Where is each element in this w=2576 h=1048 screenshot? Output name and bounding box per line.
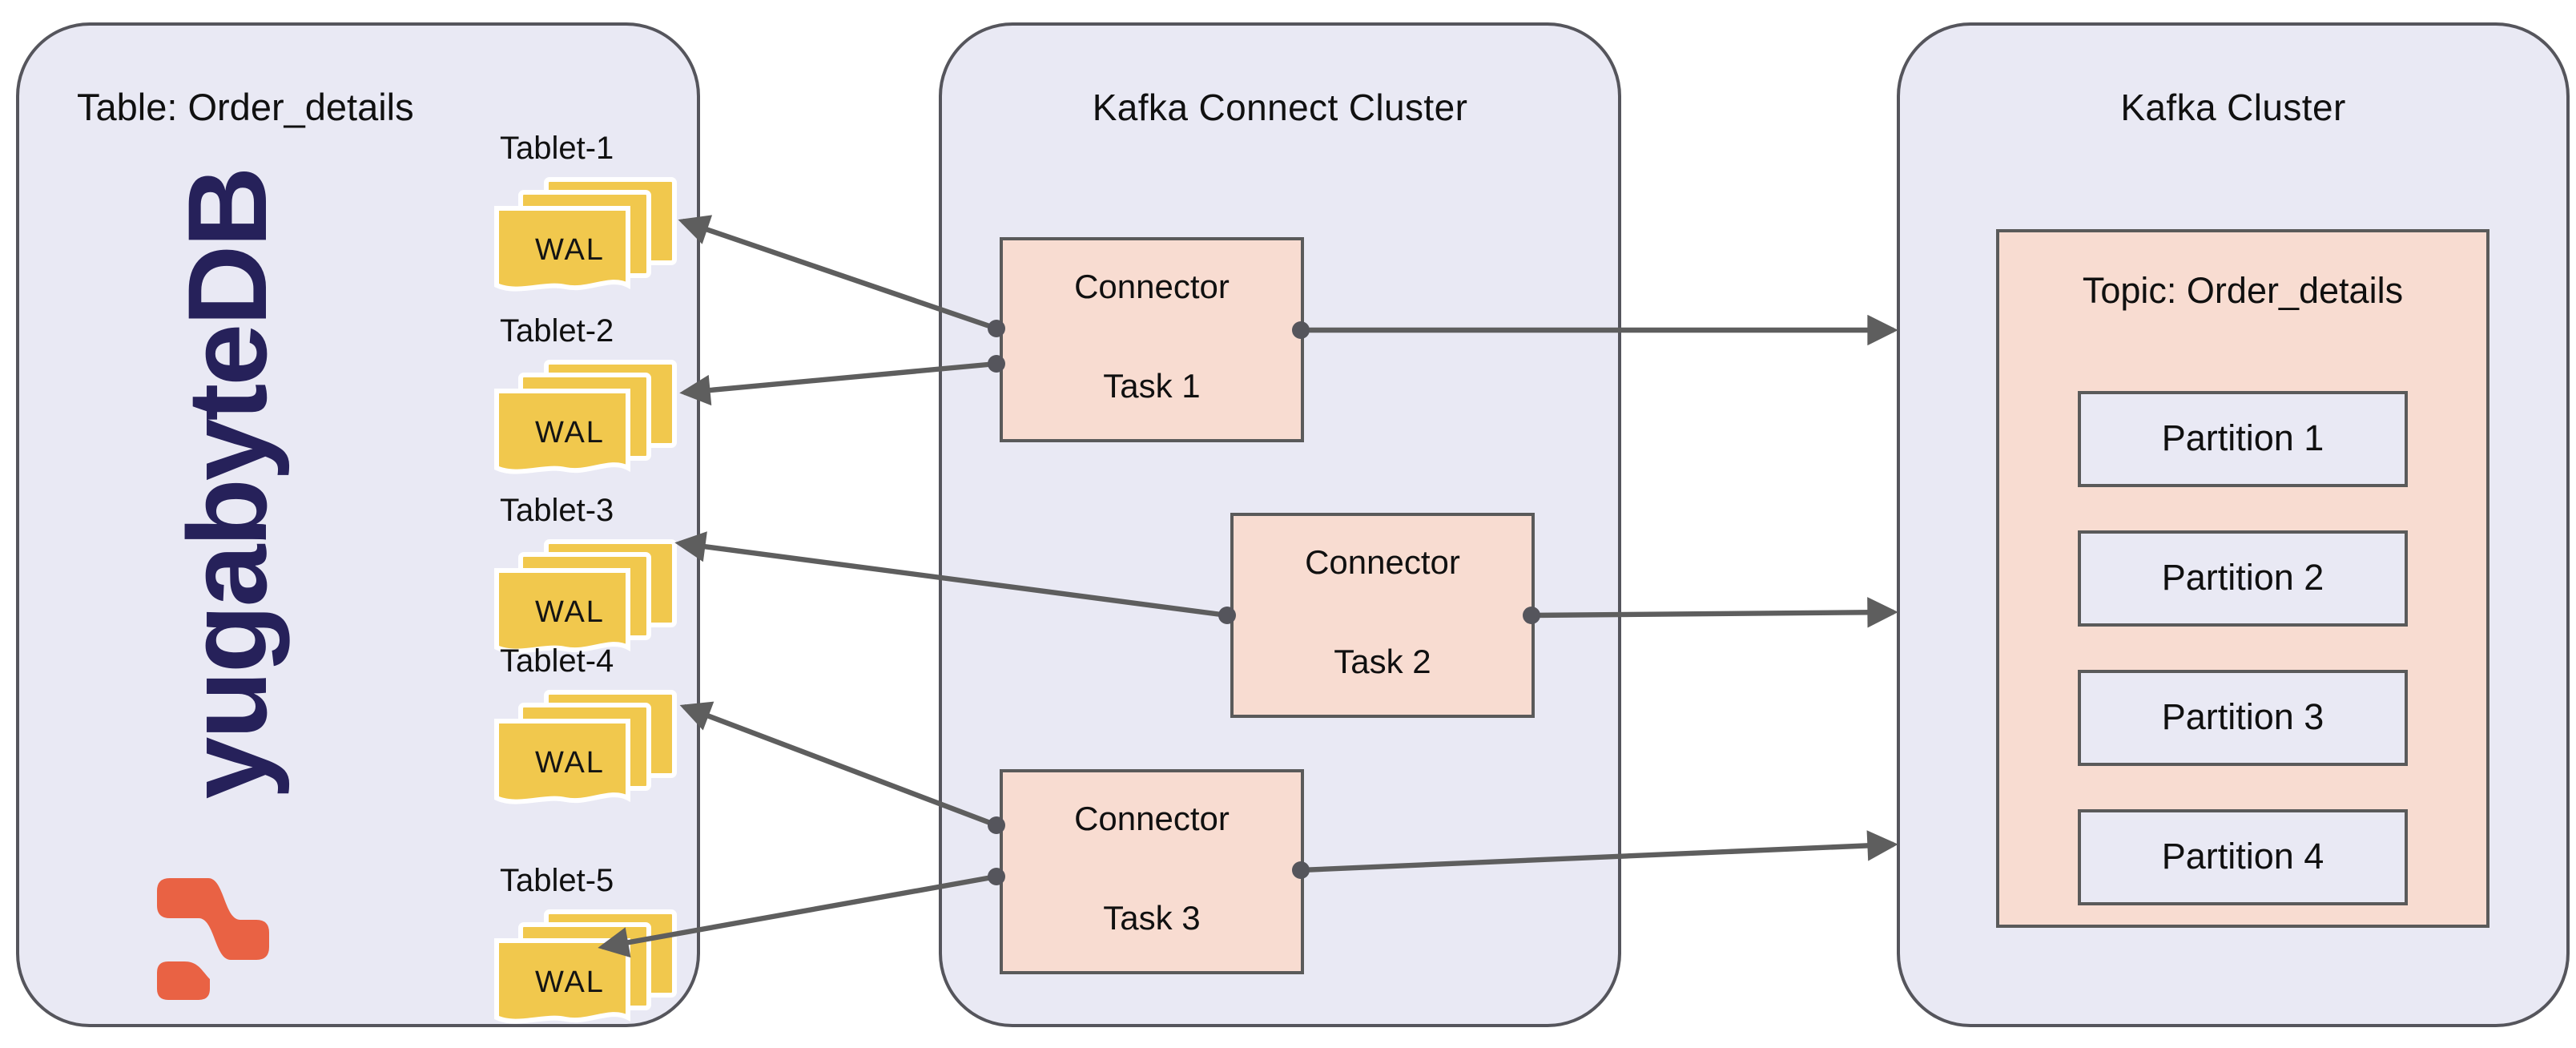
kafka-cluster-panel: Kafka Cluster Topic: Order_details Parti… (1897, 22, 2570, 1027)
task-label: Task 2 (1334, 644, 1431, 681)
kafka-connect-cluster-panel: Kafka Connect Cluster Connector Task 1 C… (939, 22, 1621, 1027)
connector-label: Connector (1305, 545, 1460, 582)
tablet-label: Tablet-4 (500, 644, 614, 679)
wal-stack-icon: WAL (494, 690, 677, 804)
wal-label: WAL (535, 416, 605, 449)
table-title: Table: Order_details (77, 87, 414, 128)
tablet-label: Tablet-5 (500, 864, 614, 899)
tablet-label: Tablet-2 (500, 314, 614, 349)
wal-stack-icon: WAL (494, 177, 677, 292)
connector-task-box: Connector Task 1 (1000, 237, 1304, 442)
wal-label: WAL (535, 965, 605, 999)
partition-box: Partition 3 (2078, 670, 2408, 766)
wal-stack-icon: WAL (494, 360, 677, 474)
tablet-label: Tablet-1 (500, 131, 614, 167)
wal-label: WAL (535, 746, 605, 780)
connector-label: Connector (1074, 269, 1230, 306)
topic-title: Topic: Order_details (2082, 271, 2404, 311)
wal-label: WAL (535, 595, 605, 629)
connector-task-box: Connector Task 3 (1000, 769, 1304, 974)
kafka-connect-cluster-title: Kafka Connect Cluster (1092, 87, 1468, 128)
yugabytedb-logo-mark-icon (157, 878, 269, 1000)
partition-box: Partition 4 (2078, 809, 2408, 905)
connector-task-box: Connector Task 2 (1230, 513, 1535, 718)
topic-box: Topic: Order_details Partition 1 Partiti… (1996, 229, 2489, 928)
partition-box: Partition 2 (2078, 530, 2408, 627)
partition-box: Partition 1 (2078, 391, 2408, 487)
tablet-label: Tablet-3 (500, 494, 614, 529)
yugabytedb-panel: Table: Order_details yugabyteDB Tablet-1… (16, 22, 700, 1027)
task-label: Task 1 (1103, 369, 1201, 405)
yugabytedb-logo-wordmark: yugabyteDB (165, 168, 290, 800)
kafka-cluster-title: Kafka Cluster (2120, 87, 2346, 128)
wal-label: WAL (535, 233, 605, 267)
connector-label: Connector (1074, 801, 1230, 838)
wal-stack-icon: WAL (494, 909, 677, 1024)
wal-stack-icon: WAL (494, 539, 677, 654)
task-label: Task 3 (1103, 901, 1201, 937)
